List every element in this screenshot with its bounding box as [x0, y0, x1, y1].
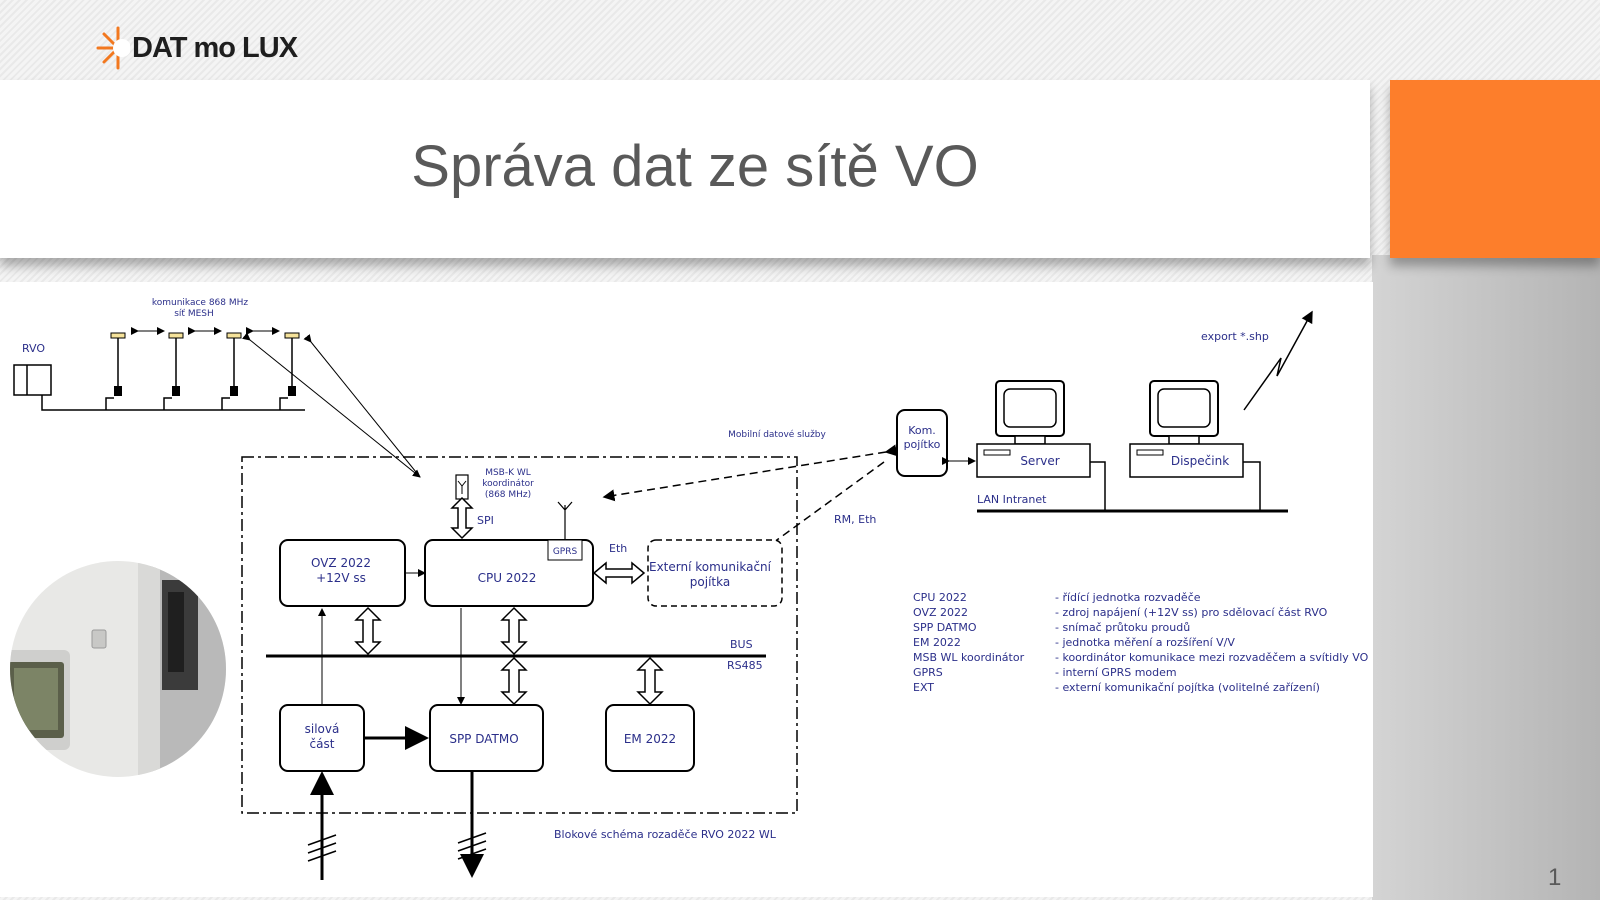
slide-title: Správa dat ze sítě VO	[411, 133, 979, 199]
street-light-icon	[284, 332, 300, 396]
legend-desc: - externí komunikační pojítka (volitelné…	[1055, 681, 1320, 694]
title-band: Správa dat ze sítě VO	[0, 80, 1370, 258]
legend-desc: - jednotka měření a rozšíření V/V	[1055, 636, 1235, 649]
spp-bus-arrow	[500, 656, 528, 706]
em-2022-box	[605, 704, 695, 772]
kom-label-2: pojítko	[904, 438, 941, 451]
mesh-label: komunikace 868 MHz	[152, 298, 249, 308]
msb-label-2: koordinátor	[482, 479, 534, 489]
cpu-label: CPU 2022	[478, 571, 537, 585]
mesh-label-2: síť MESH	[174, 309, 214, 319]
msb-label: MSB-K WL	[485, 468, 531, 478]
spi-arrow	[450, 496, 474, 540]
mesh-network: komunikace 868 MHz síť MESH	[13, 298, 421, 478]
ovz-2022-box	[279, 539, 406, 607]
mobile-services-label: Mobilní datové služby	[728, 429, 826, 440]
legend-desc: - interní GPRS modem	[1055, 666, 1177, 679]
legend-term: EXT	[913, 681, 934, 694]
silova-label-2: část	[310, 737, 335, 751]
rvo-enclosure	[241, 456, 798, 814]
kom-label: Kom.	[908, 424, 936, 437]
external-comm-box	[647, 539, 783, 607]
em-label: EM 2022	[624, 732, 676, 746]
cpu-bus-arrow	[500, 606, 528, 656]
legend: CPU 2022 - řídící jednotka rozvaděče OVZ…	[913, 591, 1369, 694]
logo: DAT mo LUX	[96, 22, 326, 74]
rm-eth-label: RM, Eth	[834, 513, 876, 526]
export-lightning-arrow	[1243, 310, 1313, 411]
eth-label: Eth	[609, 542, 627, 555]
legend-term: GPRS	[913, 666, 943, 679]
ext-label: Externí komunikační	[649, 560, 772, 574]
ovz-label-2: +12V ss	[316, 571, 366, 585]
silova-label: silová	[305, 722, 340, 736]
msb-label-3: (868 MHz)	[485, 490, 531, 500]
lan-label: LAN Intranet	[977, 493, 1047, 506]
street-light-icon	[226, 332, 242, 396]
legend-desc: - řídící jednotka rozvaděče	[1055, 591, 1201, 604]
dispatch-computer-icon	[1129, 380, 1244, 478]
export-label: export *.shp	[1201, 330, 1269, 343]
ovz-bus-arrow	[354, 606, 382, 656]
legend-term: EM 2022	[913, 636, 961, 649]
server-computer-icon	[976, 380, 1091, 478]
ext-label-2: pojítka	[690, 575, 730, 589]
device-photo	[10, 561, 226, 777]
gprs-module	[547, 539, 583, 561]
block-diagram: komunikace 868 MHz síť MESH	[10, 298, 1369, 880]
legend-term: OVZ 2022	[913, 606, 968, 619]
spp-label: SPP DATMO	[449, 732, 518, 746]
legend-term: CPU 2022	[913, 591, 967, 604]
legend-desc: - koordinátor komunikace mezi rozvaděčem…	[1055, 651, 1369, 664]
server-label: Server	[1020, 454, 1059, 468]
rvo-cabinet-icon	[13, 364, 52, 396]
legend-term: MSB WL koordinátor	[913, 651, 1025, 664]
legend-desc: - zdroj napájení (+12V ss) pro sdělovací…	[1055, 606, 1328, 619]
rs485-label: RS485	[727, 659, 763, 672]
spi-label: SPI	[477, 514, 494, 527]
legend-term: SPP DATMO	[913, 621, 977, 634]
logo-text: DAT mo LUX	[132, 31, 298, 64]
gprs-label: GPRS	[553, 547, 578, 557]
street-light-icon	[110, 332, 126, 396]
gprs-antenna-icon	[557, 501, 573, 540]
page-number: 1	[1548, 864, 1562, 891]
street-light-icon	[168, 332, 184, 396]
orange-accent-block	[1390, 80, 1600, 258]
em-bus-arrow	[636, 656, 664, 706]
eth-arrow	[592, 561, 646, 585]
dispatch-label: Dispečink	[1171, 454, 1229, 468]
sun-logo-icon	[96, 26, 130, 70]
bus-label: BUS	[730, 638, 753, 651]
legend-desc: - snímač průtoku proudů	[1055, 621, 1190, 634]
ovz-label: OVZ 2022	[311, 556, 371, 570]
rvo-label: RVO	[22, 342, 45, 355]
right-gray-panel	[1372, 255, 1600, 900]
diagram-panel: komunikace 868 MHz síť MESH	[0, 282, 1373, 897]
diagram-caption: Blokové schéma rozaděče RVO 2022 WL	[554, 828, 777, 841]
spp-datmo-box	[429, 704, 544, 772]
kom-pojitko-box	[896, 409, 948, 477]
